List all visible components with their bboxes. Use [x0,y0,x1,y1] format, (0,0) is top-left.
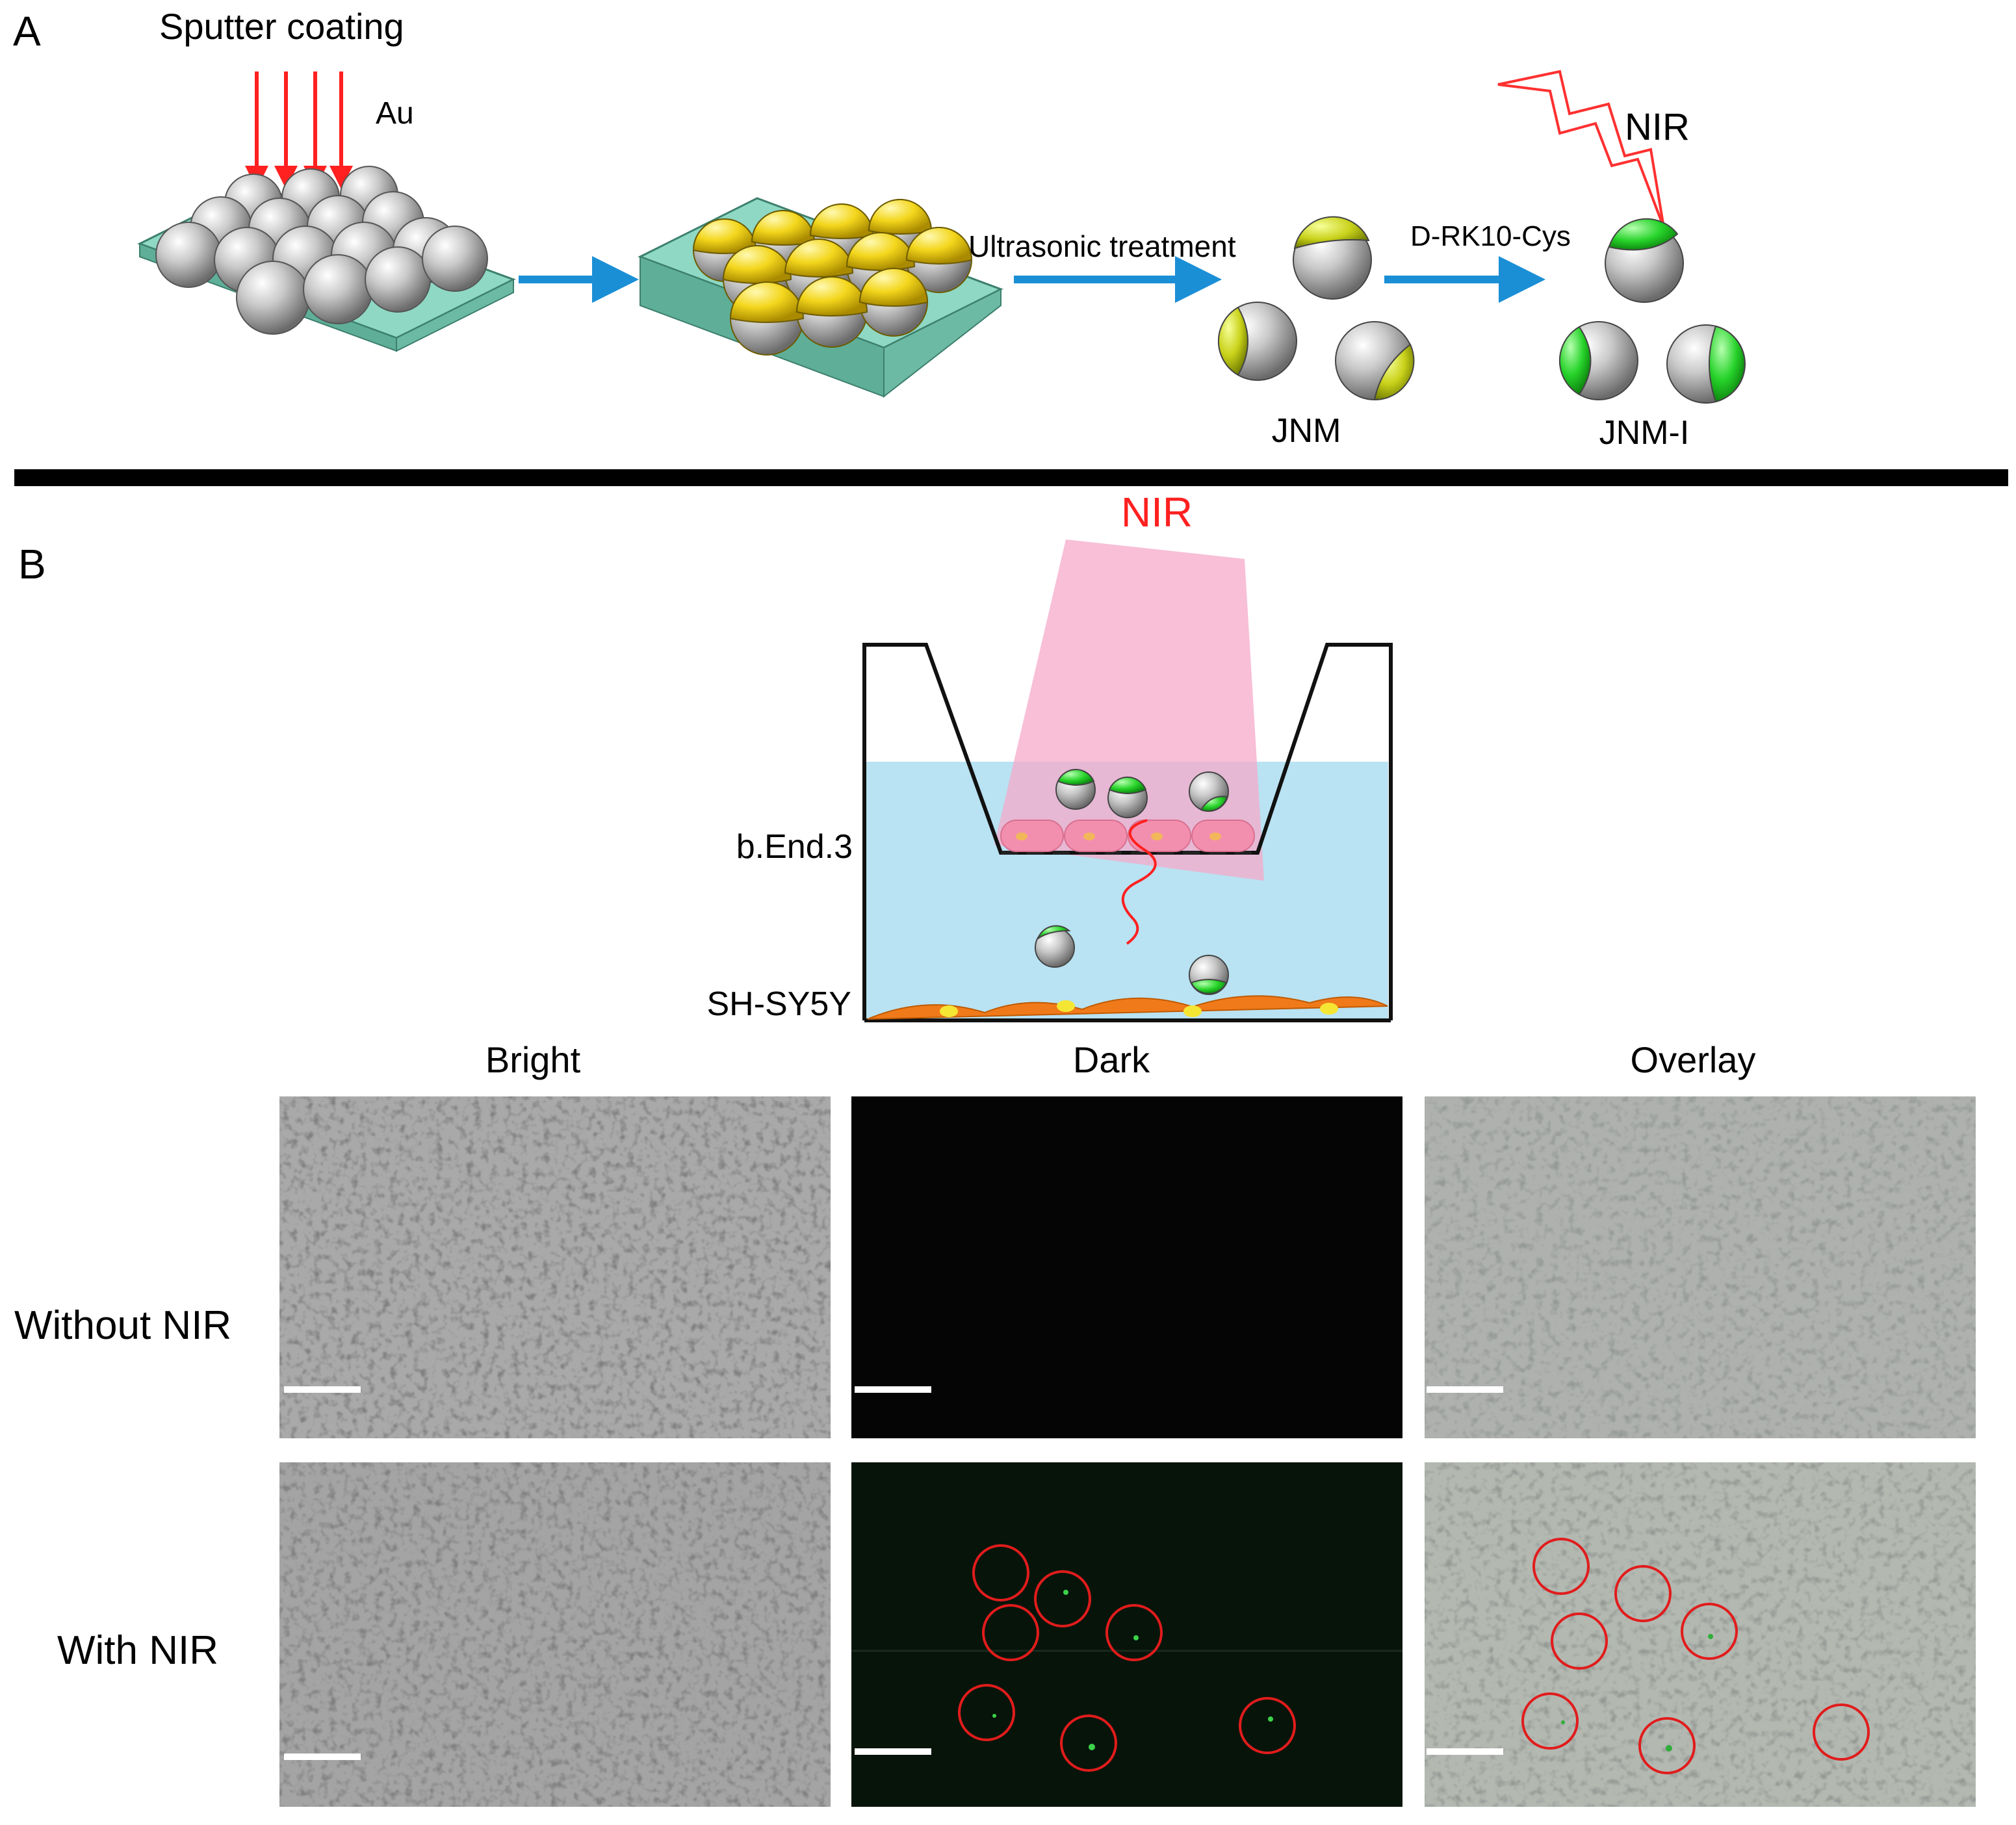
microsphere-array-gold [692,199,973,356]
ultrasonic-treatment-label: Ultrasonic treatment [968,229,1236,263]
column-header-dark: Dark [1073,1039,1150,1080]
micrograph-dark-with-nir [851,1462,1402,1807]
shsy5y-cell-layer [867,995,1388,1020]
fluorescent-spots [992,1590,1273,1750]
shsy5y-label: SH-SY5Y [706,985,851,1023]
jnm-i-particles [1558,218,1746,404]
micrograph-overlay-with-nir [1425,1462,1976,1807]
microsphere-array-gray [155,166,488,335]
lightning-bolt-icon [1497,70,1665,228]
jnm-particles [1217,216,1415,401]
fluorescent-spots-overlay [1561,1634,1713,1752]
row-label-with-nir: With NIR [57,1628,218,1673]
highlight-circles-overlay [1521,1538,1870,1774]
column-header-bright: Bright [485,1039,581,1080]
panel-divider [14,469,2008,486]
micrograph-overlay-without-nir [1425,1096,1976,1438]
micrograph-bright-without-nir [279,1096,831,1438]
panel-b-label: B [18,541,46,588]
bend3-label: b.End.3 [736,828,853,866]
bend3-cell-layer [1000,820,1255,852]
panel-b: B NIR b.End.3 [14,489,1976,1807]
jnm-i-particles-upper [1055,768,1229,818]
panel-a-label: A [13,8,41,55]
micrograph-bright-with-nir [279,1462,831,1807]
down-arrow-icon [245,71,353,189]
transwell-insert [862,643,1393,1020]
nir-label-b: NIR [1121,489,1193,536]
column-header-overlay: Overlay [1631,1039,1756,1080]
row-label-without-nir: Without NIR [14,1303,231,1348]
transport-trail [1121,819,1157,945]
jnm-i-label: JNM-I [1599,414,1690,452]
micrograph-dark-without-nir [851,1096,1402,1438]
peptide-label: D-RK10-Cys [1410,220,1571,252]
scale-bars [284,1386,1503,1760]
highlight-circles-dark [958,1544,1296,1772]
jnm-i-particles-lower [1035,925,1229,995]
nir-label-a: NIR [1625,106,1690,148]
panel-a: A Sputter coating Au [13,6,1746,452]
jnm-label: JNM [1272,412,1341,450]
sputter-coating-label: Sputter coating [159,6,404,47]
au-label: Au [376,96,414,131]
